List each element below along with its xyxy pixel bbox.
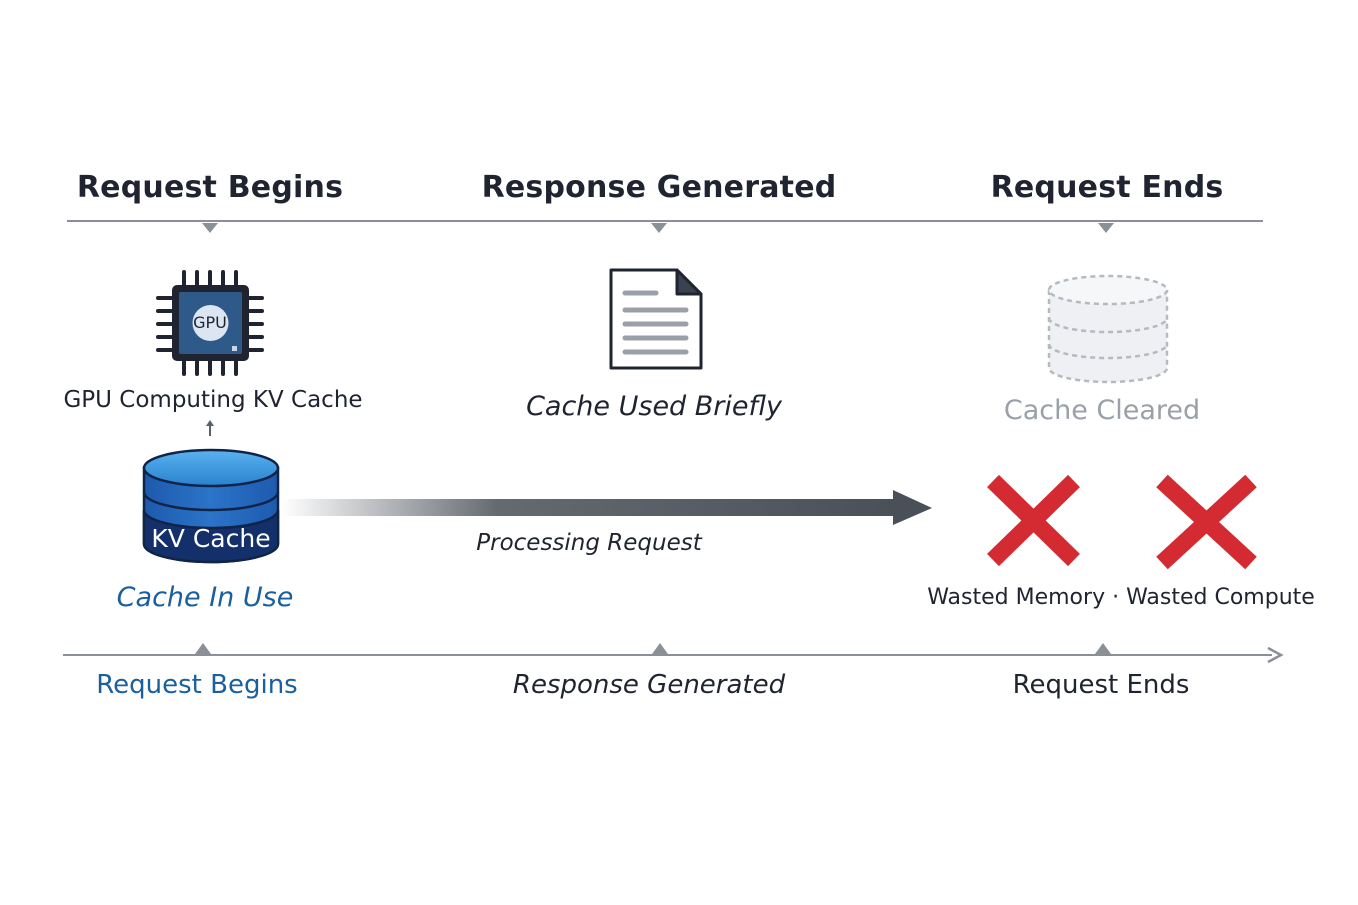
- bottom-timeline: [63, 643, 1284, 664]
- gpu-chip-text: GPU: [193, 313, 227, 332]
- gpu-chip-icon: [156, 270, 264, 376]
- cache-in-use-label: Cache In Use: [116, 582, 294, 613]
- kv-cache-database-icon: [142, 448, 280, 564]
- bottom-timeline-tick-begins: [195, 643, 211, 654]
- phase-title-request-begins: Request Begins: [76, 170, 344, 205]
- gpu-computing-label: GPU Computing KV Cache: [63, 387, 363, 413]
- document-icon: [609, 268, 703, 370]
- wasted-compute-cross-icon: [1156, 474, 1257, 570]
- cache-used-briefly-label: Cache Used Briefly: [526, 391, 782, 422]
- wasted-memory-cross-icon: [987, 474, 1080, 567]
- phase-title-request-ends: Request Ends: [990, 170, 1224, 205]
- bottom-label-request-ends: Request Ends: [1012, 670, 1190, 700]
- top-timeline-tick-ends: [1098, 223, 1114, 233]
- top-timeline-tick-generated: [651, 223, 667, 233]
- phase-title-response-generated: Response Generated: [481, 170, 837, 205]
- bottom-label-response-generated: Response Generated: [512, 670, 786, 700]
- processing-arrow: [282, 490, 932, 525]
- kv-cache-label: KV Cache: [151, 524, 271, 553]
- cache-cleared-label: Cache Cleared: [1003, 395, 1201, 426]
- top-timeline: [67, 220, 1263, 233]
- processing-request-label: Processing Request: [476, 530, 702, 556]
- bottom-timeline-tick-ends: [1095, 643, 1111, 654]
- wasted-resources-label: Wasted Memory · Wasted Compute: [927, 585, 1315, 610]
- bottom-label-request-begins: Request Begins: [96, 670, 298, 700]
- top-timeline-tick-begins: [202, 223, 218, 233]
- bottom-timeline-tick-generated: [652, 643, 668, 654]
- cleared-database-icon: [1047, 274, 1169, 384]
- gpu-connector: [206, 420, 214, 436]
